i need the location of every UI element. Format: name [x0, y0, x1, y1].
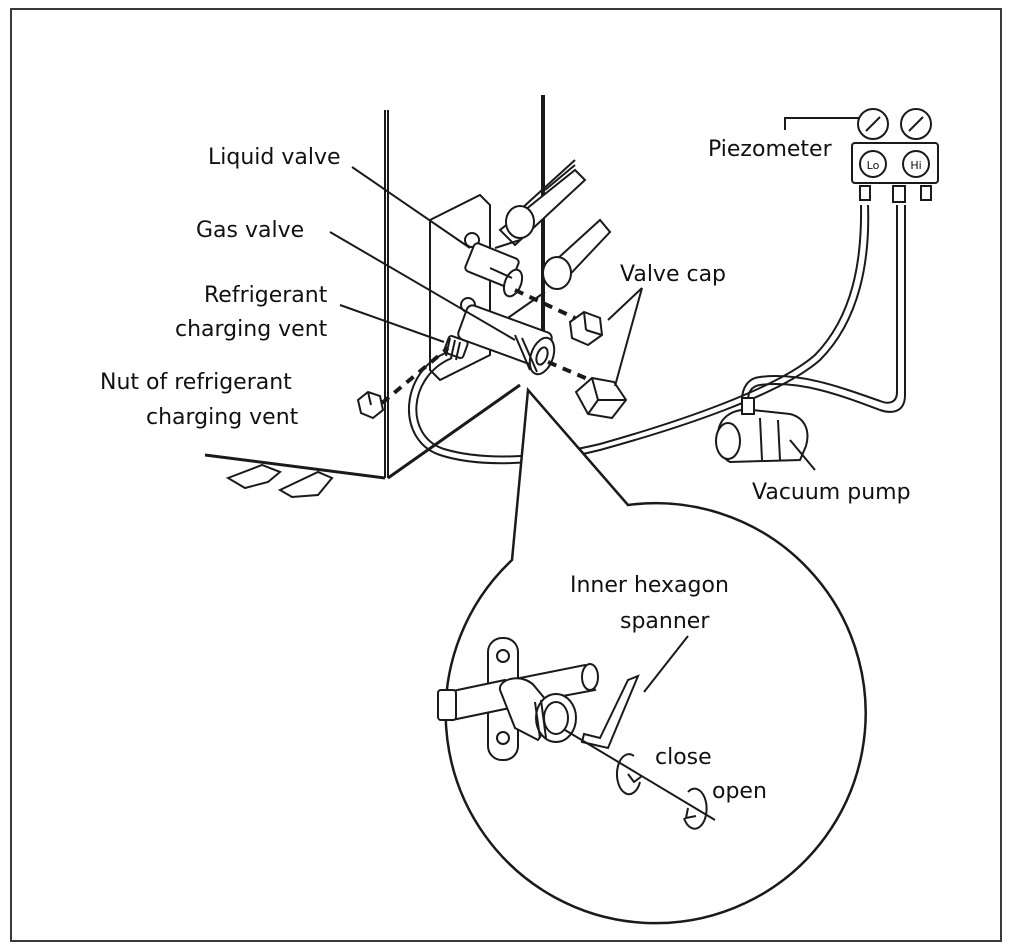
detail-hex-spanner — [580, 635, 689, 750]
refrigerant-vent-label-line1: Refrigerant — [204, 283, 328, 308]
vacuum-pump-label: Vacuum pump — [752, 480, 911, 505]
refrigerant-pipes — [494, 159, 612, 321]
close-rotation-arrow — [615, 753, 643, 796]
detail-callout — [444, 386, 867, 925]
spanner-label-line1: Inner hexagon — [570, 573, 729, 598]
valve-cap-large — [574, 376, 628, 420]
detail-rotation-axis — [564, 729, 716, 821]
charging-hoses — [407, 204, 906, 465]
nut-label-line2: charging vent — [146, 405, 299, 430]
gauge-lo-label: Lo — [867, 159, 880, 172]
refrigerant-vent-label-line2: charging vent — [175, 317, 328, 342]
open-rotation-arrow — [683, 787, 708, 830]
refrigerant-charging-vent — [443, 334, 469, 361]
spanner-label-line2: spanner — [620, 609, 710, 634]
piezometer-gauge — [784, 108, 939, 203]
valve-cap-small — [568, 310, 604, 347]
label-leader-lines — [329, 166, 643, 387]
gauge-hi-label: Hi — [910, 159, 921, 172]
piezometer-label: Piezometer — [708, 137, 833, 162]
open-label: open — [712, 779, 767, 804]
valve-cap-label: Valve cap — [620, 262, 726, 287]
close-label: close — [655, 745, 712, 770]
nut-label-line1: Nut of refrigerant — [100, 370, 292, 395]
charging-vent-nut — [356, 390, 385, 420]
unit-feet — [225, 463, 334, 499]
liquid-valve-label: Liquid valve — [208, 145, 341, 170]
vacuum-pump — [715, 397, 816, 471]
gas-valve-label: Gas valve — [196, 218, 304, 243]
detail-gas-valve — [437, 637, 599, 761]
diagram-frame — [10, 8, 1002, 942]
